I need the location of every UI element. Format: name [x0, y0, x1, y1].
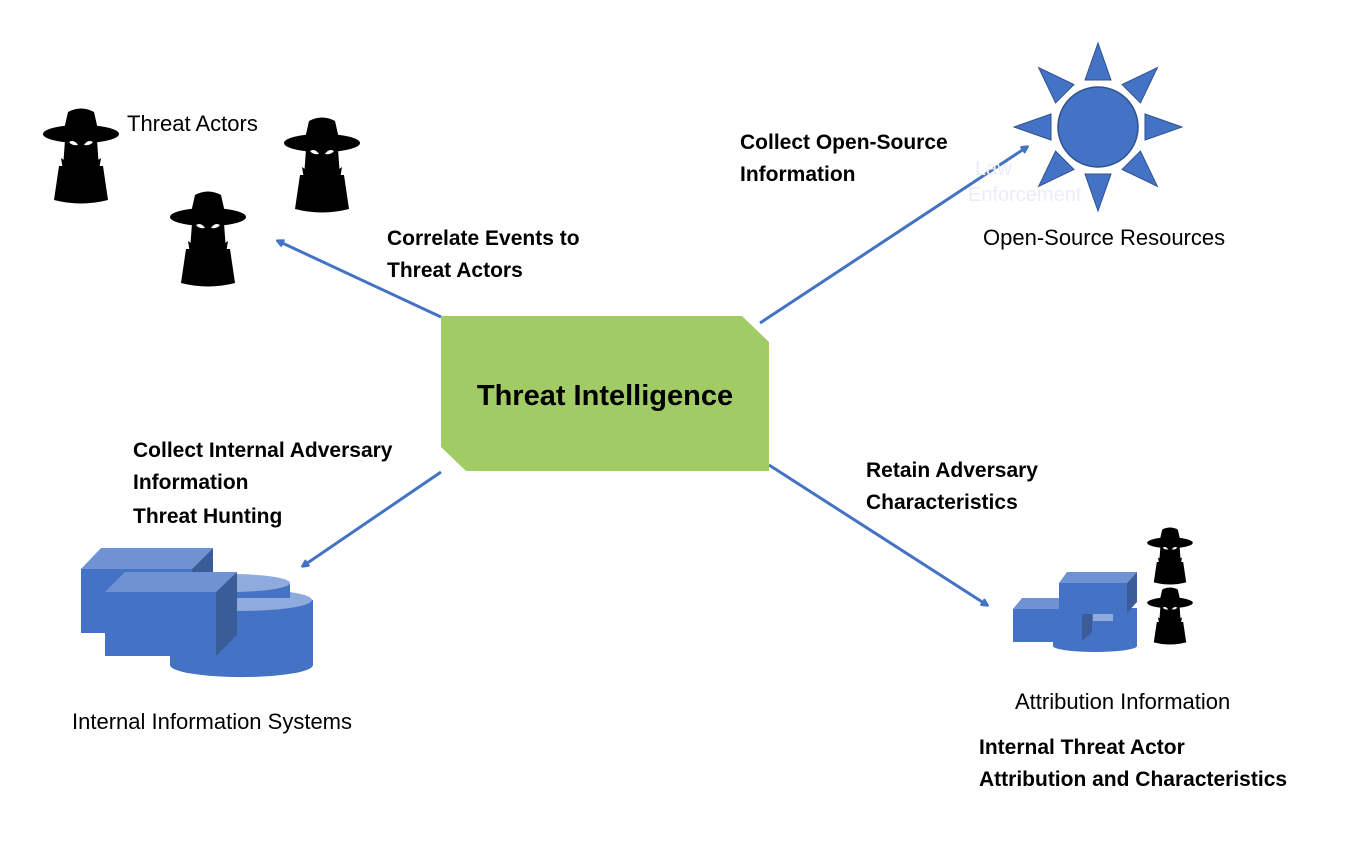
arrow-to-open-source	[759, 147, 1027, 325]
sun-icon	[1012, 41, 1184, 213]
edge-label-internal-3: Threat Hunting	[133, 505, 283, 528]
threat-actors-label: Threat Actors	[127, 111, 258, 136]
open-source-label: Open-Source Resources	[983, 225, 1226, 250]
center-title: Threat Intelligence	[476, 380, 734, 412]
spy-icon	[284, 117, 360, 213]
attribution-sublabel-1: Internal Threat Actor	[979, 736, 1185, 759]
edge-label-retain-1: Retain Adversary	[866, 459, 1038, 482]
sun-ray	[1037, 66, 1075, 104]
spy-icon	[170, 191, 246, 287]
sun-ray	[1012, 113, 1052, 141]
sun-ray	[1121, 66, 1159, 104]
attribution-icon	[1013, 527, 1193, 652]
edge-label-correlate-1: Correlate Events to	[387, 227, 580, 250]
edge-label-correlate-2: Threat Actors	[387, 259, 523, 282]
threat-intelligence-box	[441, 316, 769, 471]
sun-ray	[1084, 173, 1112, 213]
arrow-to-internal-systems	[303, 470, 442, 566]
edge-label-open-source-2: Information	[740, 163, 856, 186]
sun-ray	[1037, 150, 1075, 188]
spy-icon	[1147, 527, 1193, 585]
arrow-to-attribution	[768, 463, 987, 605]
faint-text-2: Enforcement	[968, 184, 1082, 206]
attribution-label: Attribution Information	[1015, 689, 1231, 714]
edge-label-internal-2: Information	[133, 471, 249, 494]
edge-label-open-source-1: Collect Open-Source	[740, 131, 948, 154]
server-database-icon	[81, 548, 313, 678]
spy-icon	[43, 108, 119, 204]
sun-ray	[1084, 41, 1112, 81]
attribution-sublabel-2: Attribution and Characteristics	[979, 768, 1288, 791]
edge-label-internal-1: Collect Internal Adversary	[133, 439, 393, 462]
arrow-to-threat-actors	[278, 241, 442, 319]
spy-icon	[1147, 587, 1193, 645]
edge-label-retain-2: Characteristics	[866, 491, 1018, 514]
sun-ray	[1144, 113, 1184, 141]
sun-ray	[1121, 150, 1159, 188]
sun-core	[1057, 86, 1139, 168]
arrows	[278, 147, 1027, 605]
faint-text-1: Law	[975, 158, 1012, 180]
internal-systems-label: Internal Information Systems	[72, 709, 353, 734]
